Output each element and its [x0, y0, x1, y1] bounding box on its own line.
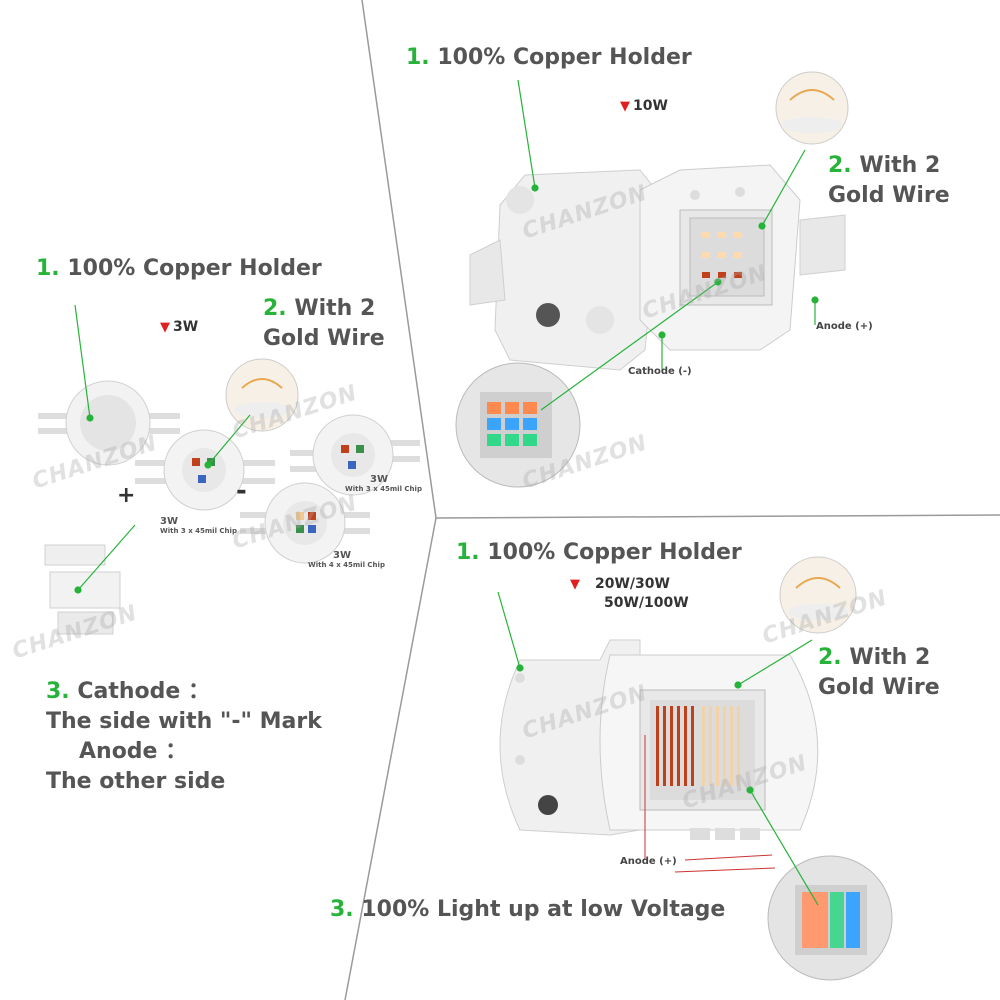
cathode-anode-note: 3. Cathode ： The side with "-" Mark Anod…	[46, 679, 322, 794]
power-label-100w: ▼20W/30W 50W/100W	[570, 576, 689, 611]
plus-mark: +	[117, 483, 136, 508]
led-10w-drawing	[469, 164, 846, 371]
down-triangle-icon: ▼	[160, 320, 170, 335]
divider-right	[435, 514, 1000, 519]
gold-wire-label-10w: 2. With 2 Gold Wire	[828, 153, 950, 208]
power-label-3w: ▼3W	[160, 319, 199, 335]
led-10w-chip-zoom	[455, 362, 581, 488]
down-triangle-icon: ▼	[620, 99, 630, 114]
divider-bottom	[344, 517, 437, 1000]
gold-wire-label-3w: 2. With 2 Gold Wire	[263, 296, 385, 351]
divider-top	[361, 0, 437, 519]
copper-holder-label-10w: 1. 100% Copper Holder	[406, 45, 692, 70]
lightup-label: 3. 100% Light up at low Voltage	[330, 897, 726, 922]
led-10w-wire-zoom	[775, 71, 849, 145]
anode-label-100w: Anode (+)	[620, 856, 677, 867]
copper-holder-label-100w: 1. 100% Copper Holder	[456, 540, 742, 565]
gold-wire-label-100w: 2. With 2 Gold Wire	[818, 645, 940, 700]
anode-label-10w: Anode (+)	[816, 321, 873, 332]
led-3w-wire-zoom	[225, 358, 299, 432]
down-triangle-icon: ▼	[570, 577, 580, 592]
cathode-label-10w: Cathode (-)	[628, 366, 692, 377]
led-3w-drawings	[38, 380, 420, 635]
minus-mark: -	[236, 476, 247, 506]
chip-matrix-red	[656, 706, 694, 786]
led-100w-chip-zoom	[767, 855, 893, 981]
led-100w-drawing	[499, 639, 819, 873]
power-label-10w: ▼10W	[620, 98, 668, 114]
copper-holder-label-3w: 1. 100% Copper Holder	[36, 256, 322, 281]
led-100w-wire-zoom	[779, 556, 857, 634]
